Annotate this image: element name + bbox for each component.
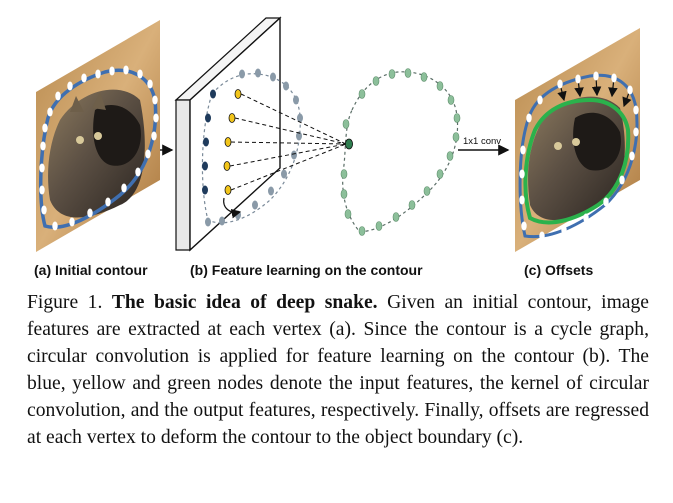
panel-a-image [36, 20, 160, 252]
input-feature-nodes [202, 89, 216, 195]
offset-initial-contour [518, 73, 639, 239]
conv-label: 1x1 conv [463, 136, 501, 147]
kernel-nodes [223, 89, 242, 195]
panel-c-label: (c) Offsets [524, 262, 594, 278]
output-feature-node [344, 138, 353, 150]
feature-map-slab [174, 16, 282, 252]
figure-number: Figure 1. [27, 292, 103, 313]
caption-title: The basic idea of deep snake. [111, 292, 378, 313]
panel-b-label: (b) Feature learning on the contour [190, 262, 423, 278]
output-graph-nodes [340, 68, 461, 236]
kernel-to-output-lines [229, 93, 347, 191]
initial-contour-vertices [39, 65, 159, 231]
output-graph-contour [342, 71, 459, 233]
figure-caption: Figure 1. The basic idea of deep snake. … [27, 289, 649, 452]
deformed-contour [523, 97, 631, 225]
caption-body: Given an initial contour, image features… [27, 292, 649, 449]
panel-a-label: (a) Initial contour [34, 262, 148, 278]
offset-contour-vertices [519, 71, 639, 241]
figure-illustration: 1x1 conv [36, 16, 640, 252]
circular-arrow-icon [223, 197, 242, 219]
